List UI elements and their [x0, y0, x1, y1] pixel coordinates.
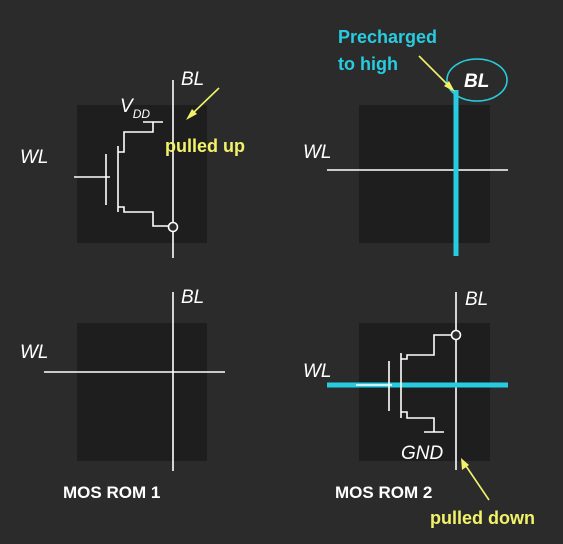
cell-background [359, 323, 490, 461]
cell-background [359, 105, 490, 243]
bl-label: BL [464, 71, 489, 92]
pulled-up-arrow [186, 87, 220, 120]
wl-label: WL [303, 361, 332, 382]
wl-label: WL [20, 147, 49, 168]
bl-label: BL [181, 287, 204, 308]
precharged-annotation-line1: Precharged [338, 27, 437, 47]
bl-label: BL [465, 289, 488, 310]
cell-top-left: BL WL VDD pulled up [20, 69, 245, 258]
nmos-transistor [388, 334, 452, 433]
precharged-annotation-line2: to high [338, 54, 398, 74]
bl-contact [167, 221, 179, 233]
pmos-transistor [105, 121, 170, 227]
bl-label: BL [181, 69, 204, 90]
cell-bottom-left: BL WL MOS ROM 1 [20, 287, 225, 502]
pulled-up-annotation: pulled up [165, 136, 245, 156]
caption-mos-rom-2: MOS ROM 2 [335, 483, 432, 502]
cell-top-right: WL BL Precharged to high [303, 27, 508, 256]
cell-background [77, 105, 207, 243]
cell-bottom-right: BL WL GND MOS ROM 2 pulled down [303, 289, 535, 528]
vdd-label: VDD [120, 96, 150, 121]
pulled-down-arrow [461, 458, 490, 501]
pulled-down-annotation: pulled down [430, 508, 535, 528]
bl-contact [450, 329, 462, 341]
caption-mos-rom-1: MOS ROM 1 [63, 483, 160, 502]
gnd-label: GND [401, 443, 444, 464]
wl-label: WL [303, 142, 332, 163]
wl-label: WL [20, 342, 49, 363]
cell-background [77, 323, 207, 461]
bl-highlight-ellipse [446, 58, 508, 102]
precharged-arrow [418, 55, 455, 92]
